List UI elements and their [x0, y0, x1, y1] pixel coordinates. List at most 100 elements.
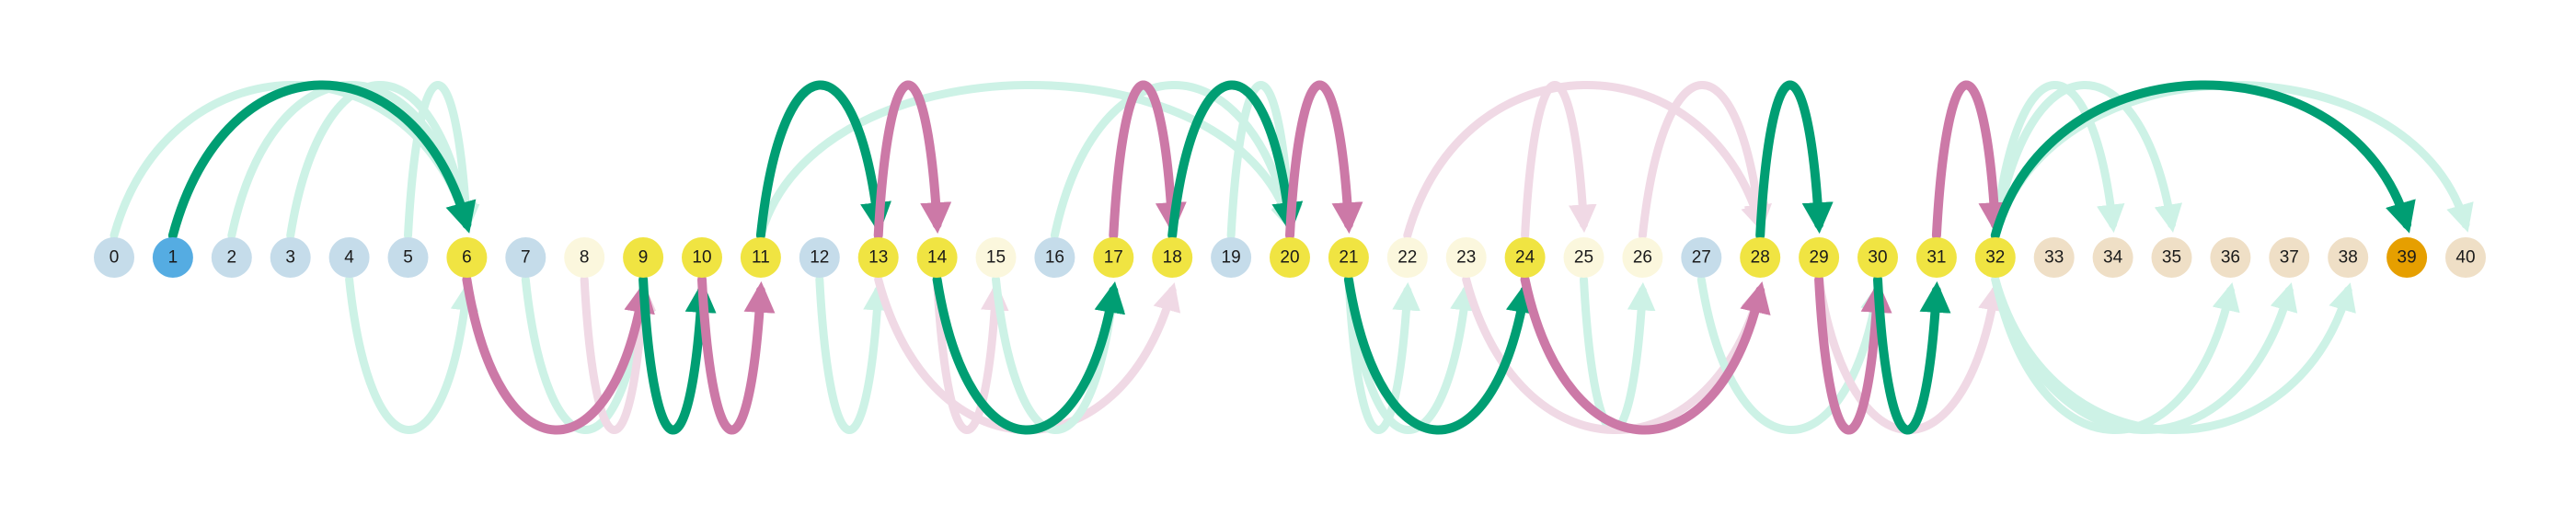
node-label: 12 — [810, 248, 829, 268]
node-label: 2 — [227, 248, 237, 268]
node-label: 0 — [109, 248, 120, 268]
node-label: 28 — [1751, 248, 1770, 268]
node-3: 3 — [270, 237, 311, 278]
node-circle — [682, 237, 722, 278]
node-label: 7 — [521, 248, 531, 268]
arc-10-to-11 — [697, 275, 776, 435]
node-circle — [1857, 237, 1898, 278]
arc-1-to-6 — [167, 80, 477, 240]
node-circle — [1386, 237, 1428, 278]
node-label: 9 — [638, 248, 649, 268]
node-24: 24 — [1504, 237, 1546, 278]
node-label: 3 — [285, 248, 295, 268]
node-label: 40 — [2455, 248, 2475, 268]
arc-21-to-22 — [1344, 275, 1420, 434]
node-32: 32 — [1974, 237, 2016, 278]
node-6: 6 — [446, 237, 488, 278]
node-label: 16 — [1045, 248, 1064, 268]
node-16: 16 — [1034, 237, 1075, 278]
node-circle — [2033, 237, 2075, 278]
node-13: 13 — [857, 237, 899, 278]
arc-21-to-23 — [1344, 275, 1478, 434]
arc-8-to-9 — [580, 275, 657, 434]
arc-22-to-28 — [1403, 81, 1768, 240]
node-37: 37 — [2269, 237, 2310, 278]
node-label: 39 — [2398, 248, 2417, 268]
node-circle — [387, 237, 429, 278]
node-circle — [446, 237, 488, 278]
arc-29-to-30 — [1814, 275, 1892, 435]
arc-32-to-40 — [1991, 81, 2474, 240]
arc-32-to-35 — [1991, 81, 2183, 240]
arc-14-to-15 — [933, 275, 1009, 434]
node-17: 17 — [1093, 237, 1134, 278]
node-label: 15 — [986, 248, 1006, 268]
arc-11-to-13 — [755, 80, 891, 240]
node-23: 23 — [1445, 237, 1487, 278]
node-circle — [2328, 237, 2369, 278]
node-circle — [857, 237, 899, 278]
node-label: 20 — [1280, 248, 1299, 268]
node-circle — [1974, 237, 2016, 278]
node-36: 36 — [2210, 237, 2251, 278]
node-circle — [740, 237, 781, 278]
node-circle — [1563, 237, 1604, 278]
arc-3-to-6 — [286, 81, 477, 240]
node-circle — [1915, 237, 1957, 278]
node-label: 13 — [868, 248, 888, 268]
node-34: 34 — [2092, 237, 2133, 278]
node-27: 27 — [1681, 237, 1722, 278]
arc-26-to-28 — [1638, 81, 1772, 240]
node-18: 18 — [1152, 237, 1193, 278]
arc-30-to-31 — [1873, 275, 1951, 435]
bold-arc-layer — [167, 80, 2416, 435]
node-circle — [916, 237, 958, 278]
node-label: 19 — [1222, 248, 1241, 268]
arc-21-to-24 — [1343, 275, 1537, 435]
arc-32-to-34 — [1991, 81, 2125, 240]
arc-32-to-39 — [1990, 80, 2416, 240]
node-label: 38 — [2339, 248, 2358, 268]
node-2: 2 — [211, 237, 252, 278]
node-0: 0 — [94, 237, 134, 278]
arc-12-to-13 — [815, 275, 891, 434]
node-label: 10 — [692, 248, 711, 268]
node-35: 35 — [2151, 237, 2192, 278]
node-label: 6 — [462, 248, 472, 268]
arc-28-to-29 — [1755, 80, 1834, 240]
arc-14-to-17 — [932, 275, 1126, 435]
arc-23-to-28 — [1462, 275, 1769, 434]
arc-5-to-6 — [404, 81, 480, 240]
arc-18-to-20 — [1167, 80, 1304, 240]
arc-17-to-18 — [1109, 80, 1187, 240]
node-label: 36 — [2221, 248, 2240, 268]
node-circle — [328, 237, 370, 278]
node-label: 25 — [1574, 248, 1593, 268]
node-label: 11 — [752, 248, 770, 268]
node-label: 22 — [1397, 248, 1417, 268]
node-circle — [505, 237, 546, 278]
faint-arc-layer — [109, 81, 2474, 434]
node-label: 24 — [1515, 248, 1535, 268]
arc-29-to-32 — [1814, 275, 2007, 434]
node-28: 28 — [1740, 237, 1781, 278]
node-label: 17 — [1104, 248, 1123, 268]
node-circle — [1093, 237, 1134, 278]
node-circle — [270, 237, 311, 278]
node-label: 33 — [2044, 248, 2064, 268]
node-10: 10 — [682, 237, 722, 278]
node-label: 26 — [1633, 248, 1652, 268]
node-31: 31 — [1915, 237, 1957, 278]
node-circle — [2269, 237, 2310, 278]
arc-20-to-21 — [1285, 80, 1363, 240]
node-circle — [2210, 237, 2251, 278]
node-label: 1 — [168, 248, 178, 268]
node-circle — [2151, 237, 2192, 278]
node-circle — [1799, 237, 1840, 278]
arc-7-to-9 — [521, 275, 655, 434]
arc-24-to-25 — [1521, 81, 1597, 240]
arc-15-to-17 — [992, 275, 1126, 434]
arc-27-to-30 — [1696, 275, 1889, 434]
